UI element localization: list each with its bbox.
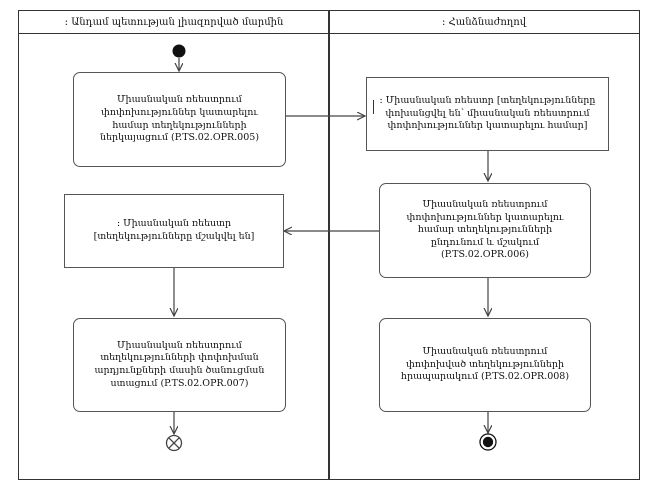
object-edge-marker <box>373 100 375 114</box>
swimlane-title-member-state: ։ Անդամ պետության լիազորված մարմին <box>19 11 329 34</box>
activity-final-node <box>479 433 497 451</box>
swimlane-commission: ։ Հանձնաժողով <box>328 10 640 480</box>
action-p-ts-02-opr-005: Միասնական ռեեստրում փոփոխություններ կատա… <box>73 72 286 167</box>
object-registry-transferred: ։ Միասնական ռեեստր [տեղեկությունները փոխ… <box>366 77 609 151</box>
action-p-ts-02-opr-006: Միասնական ռեեստրում փոփոխություններ կատա… <box>379 183 591 278</box>
action-p-ts-02-opr-008: Միասնական ռեեստրում փոփոխված տեղեկությու… <box>379 318 591 412</box>
action-p-ts-02-opr-007: Միասնական ռեեստրում տեղեկությունների փոփ… <box>73 318 286 412</box>
swimlane-member-state: ։ Անդամ պետության լիազորված մարմին <box>18 10 330 480</box>
swimlane-title-commission: ։ Հանձնաժողով <box>329 11 639 34</box>
object-registry-transferred-label: ։ Միասնական ռեեստր [տեղեկությունները փոխ… <box>379 95 596 132</box>
flow-final-node <box>165 434 183 452</box>
object-registry-processed: ։ Միասնական ռեեստր [տեղեկությունները մշա… <box>64 194 284 268</box>
initial-node <box>172 44 186 58</box>
